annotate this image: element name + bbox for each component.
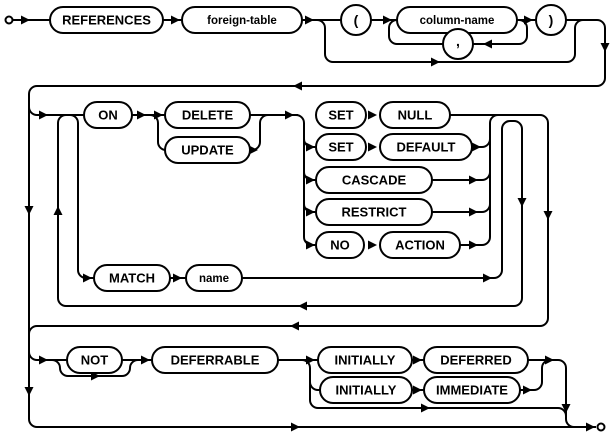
node-deferrable-label: DEFERRABLE bbox=[171, 353, 260, 368]
node-lparen: ( bbox=[340, 4, 372, 36]
node-initially-1-label: INITIALLY bbox=[335, 353, 396, 368]
node-no: NO bbox=[315, 231, 365, 259]
node-references: REFERENCES bbox=[49, 6, 164, 34]
rail-match-branch bbox=[69, 114, 94, 279]
node-on-label: ON bbox=[98, 108, 118, 123]
arrowheads bbox=[21, 15, 610, 432]
node-set-2-label: SET bbox=[328, 140, 353, 155]
rail-repeat-loop bbox=[57, 114, 523, 307]
node-no-label: NO bbox=[330, 238, 350, 253]
arrows-up-icon bbox=[53, 206, 63, 215]
node-on: ON bbox=[83, 101, 133, 129]
node-foreign-table: foreign-table bbox=[181, 6, 303, 34]
node-column-name-label: column-name bbox=[420, 15, 495, 27]
node-restrict: RESTRICT bbox=[315, 198, 433, 226]
node-update-label: UPDATE bbox=[181, 143, 234, 158]
node-deferrable: DEFERRABLE bbox=[151, 346, 279, 374]
end-terminal-icon bbox=[596, 422, 606, 432]
node-deferred: DEFERRED bbox=[423, 346, 529, 374]
node-cascade: CASCADE bbox=[315, 166, 433, 194]
node-delete: DELETE bbox=[164, 101, 251, 129]
start-terminal-icon bbox=[4, 15, 14, 25]
node-comma-label: , bbox=[456, 33, 460, 49]
rail-exit bbox=[28, 114, 549, 335]
rail-not-entry bbox=[28, 351, 67, 361]
node-rparen: ) bbox=[535, 4, 567, 36]
node-foreign-table-label: foreign-table bbox=[207, 15, 277, 27]
node-immediate-label: IMMEDIATE bbox=[436, 383, 508, 398]
node-action-label: ACTION bbox=[395, 238, 445, 253]
rail-row5-end bbox=[460, 236, 491, 246]
rail-main-wrap bbox=[28, 19, 606, 428]
node-default-label: DEFAULT bbox=[397, 140, 456, 155]
node-name: name bbox=[185, 264, 243, 292]
node-name-label: name bbox=[199, 273, 229, 285]
node-delete-label: DELETE bbox=[182, 108, 234, 123]
rail-final bbox=[528, 359, 575, 428]
node-immediate: IMMEDIATE bbox=[423, 376, 521, 404]
rail-paren-bypass bbox=[316, 19, 584, 63]
node-null-label: NULL bbox=[398, 108, 433, 123]
node-rparen-label: ) bbox=[549, 12, 554, 28]
node-match-label: MATCH bbox=[109, 271, 155, 286]
node-initially-1: INITIALLY bbox=[317, 346, 413, 374]
node-action: ACTION bbox=[379, 231, 461, 259]
rail-update-branch bbox=[149, 114, 167, 151]
node-restrict-label: RESTRICT bbox=[342, 205, 407, 220]
node-match: MATCH bbox=[93, 264, 171, 292]
rail-row4-end bbox=[432, 203, 491, 213]
node-initially-2-label: INITIALLY bbox=[336, 383, 397, 398]
rail-on-entry bbox=[28, 106, 84, 116]
node-update: UPDATE bbox=[164, 136, 251, 164]
node-not: NOT bbox=[66, 346, 123, 374]
node-set-1-label: SET bbox=[328, 108, 353, 123]
rail-action-collect bbox=[489, 114, 499, 237]
rail-row2-end bbox=[472, 138, 491, 148]
node-comma: , bbox=[442, 28, 474, 60]
node-initially-2: INITIALLY bbox=[319, 376, 413, 404]
node-lparen-label: ( bbox=[354, 12, 359, 28]
rail-initially-bypass bbox=[309, 382, 567, 417]
rail-row3-end bbox=[432, 171, 491, 181]
rail-update-merge bbox=[250, 114, 269, 151]
node-deferred-label: DEFERRED bbox=[440, 353, 512, 368]
node-references-label: REFERENCES bbox=[62, 13, 151, 28]
node-null: NULL bbox=[379, 101, 451, 129]
node-not-label: NOT bbox=[81, 353, 109, 368]
node-default: DEFAULT bbox=[379, 133, 473, 161]
node-cascade-label: CASCADE bbox=[342, 173, 407, 188]
node-set-1: SET bbox=[315, 101, 367, 129]
node-set-2: SET bbox=[315, 133, 367, 161]
node-column-name: column-name bbox=[396, 6, 518, 34]
